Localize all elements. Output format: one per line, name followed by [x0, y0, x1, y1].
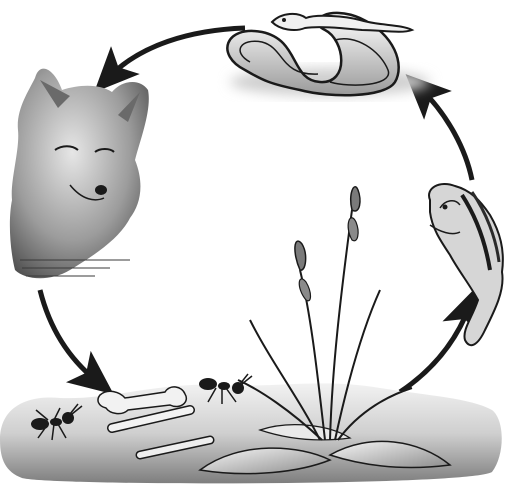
arrow-snake-to-fox [108, 28, 245, 78]
arrow-chipmunk-to-snake [420, 88, 472, 180]
chipmunk-icon [429, 184, 503, 345]
fox-icon [10, 69, 149, 279]
arrow-fox-to-decomposers [40, 290, 98, 382]
arrow-plant-to-chipmunk [400, 305, 470, 392]
snake-icon [227, 13, 430, 96]
soil-bones-ants-icon [0, 374, 502, 483]
